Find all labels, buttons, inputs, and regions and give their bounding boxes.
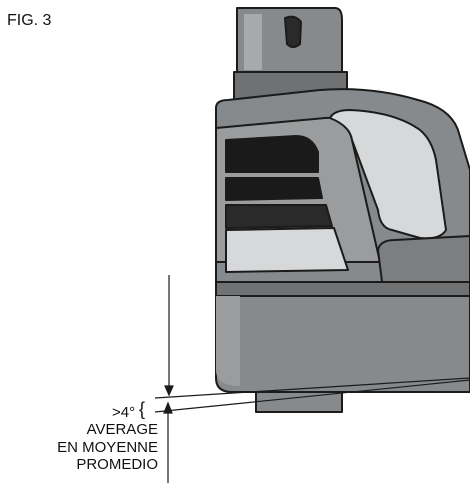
figure-label: FIG. 3 [7,12,52,29]
lower-window [225,227,349,273]
average-label-fr: EN MOYENNE [57,438,158,456]
foot-block [255,391,343,413]
average-label-en: AVERAGE [86,421,158,438]
average-label-block: AVERAGE EN MOYENNE PROMEDIO [0,421,158,474]
level-line-upper [154,377,470,399]
average-label-es: PROMEDIO [76,456,158,473]
lower-body-shade [216,296,240,386]
stripe-3 [225,204,333,229]
stripe-1 [225,135,319,173]
lower-body-top-ridge [215,281,470,297]
angle-label: >4° [112,404,136,421]
top-arrow-head [164,385,174,397]
angle-brace: { [139,399,146,419]
side-window [329,109,447,240]
lower-body [215,281,470,393]
turret-highlight [244,14,262,70]
keyhole-slot [284,15,302,48]
level-line-lower [154,379,470,413]
stripe-2 [225,177,323,201]
